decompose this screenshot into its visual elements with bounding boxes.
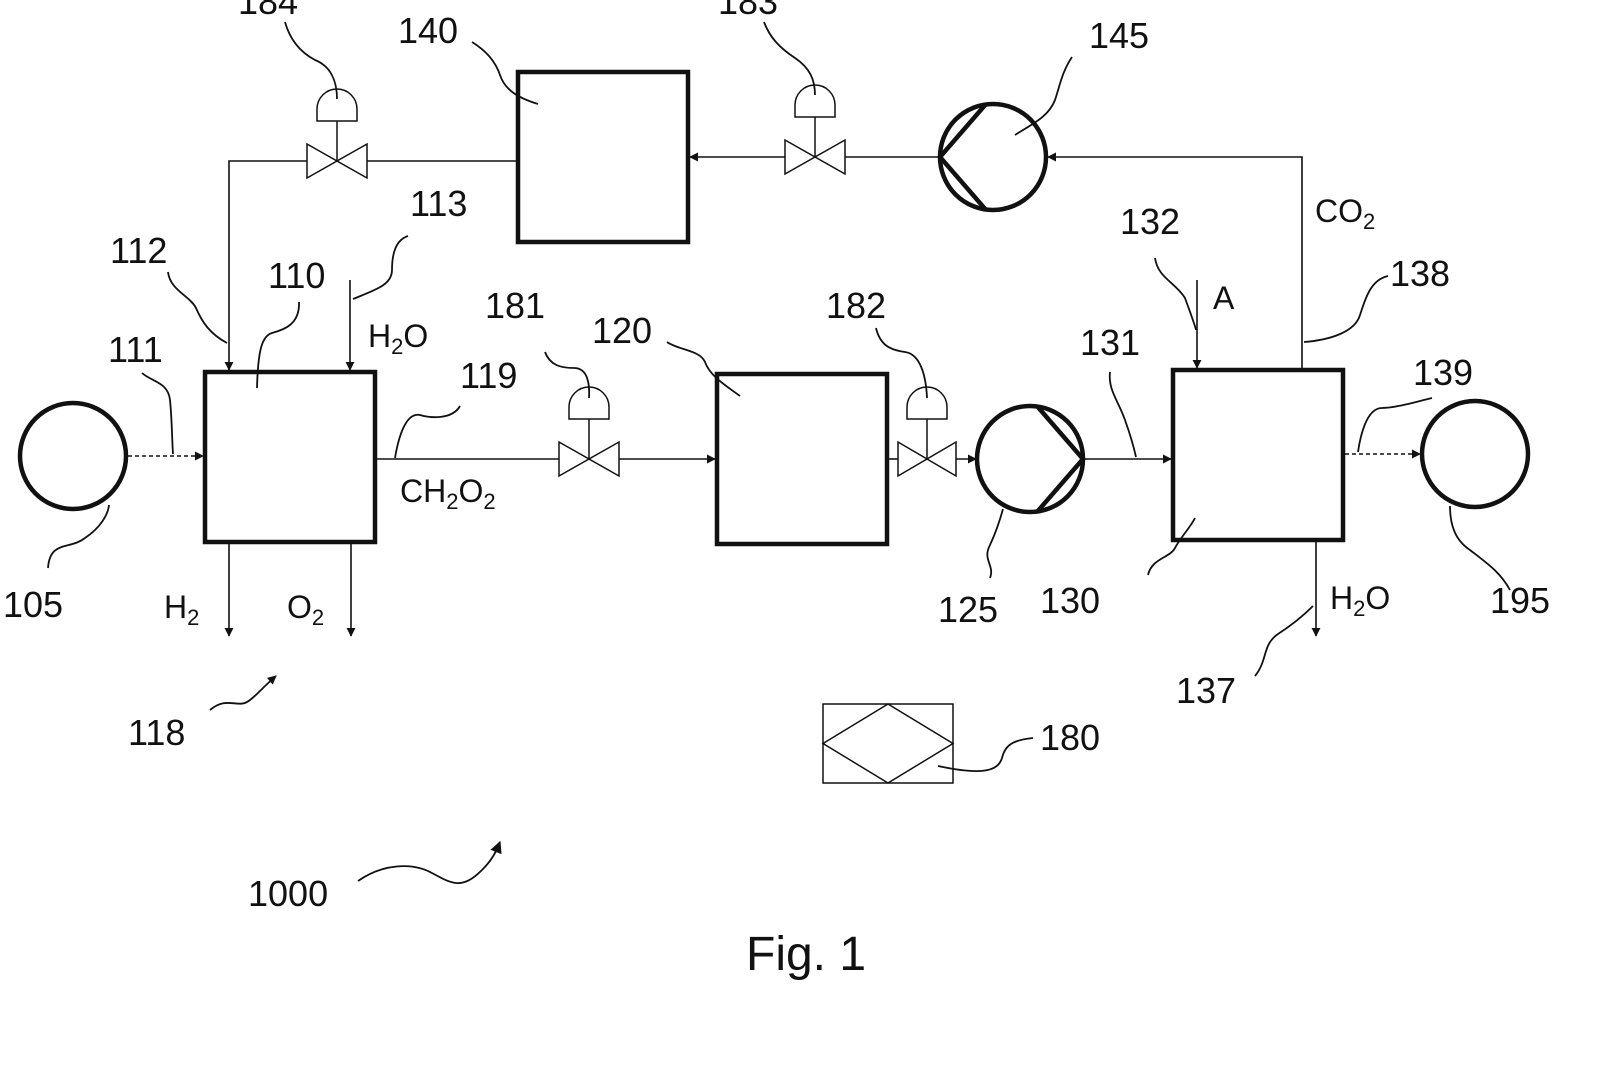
valve-181 (559, 387, 619, 476)
leader-132 (1155, 258, 1196, 330)
label-1000: 1000 (248, 873, 328, 914)
leader-110 (257, 302, 299, 388)
label-112: 112 (110, 230, 167, 271)
label-oxygen: O2 (287, 589, 324, 630)
label-120: 120 (592, 310, 652, 351)
label-132: 132 (1120, 201, 1180, 242)
leader-119 (395, 406, 460, 458)
leader-137 (1255, 606, 1313, 676)
label-125: 125 (938, 589, 998, 630)
label-119: 119 (460, 355, 517, 396)
label-co2: CO2 (1315, 193, 1375, 234)
leader-131 (1110, 372, 1136, 457)
label-water-out: H2O (1330, 580, 1390, 621)
label-131: 131 (1080, 322, 1140, 363)
leader-184 (285, 22, 337, 99)
leader-111 (142, 373, 173, 454)
leader-183 (764, 22, 815, 95)
figure-caption: Fig. 1 (746, 928, 866, 981)
tank-105 (20, 403, 126, 509)
label-184: 184 (238, 0, 298, 22)
label-130: 130 (1040, 580, 1100, 621)
unit-140-box (518, 72, 688, 242)
label-137: 137 (1176, 670, 1236, 711)
label-118: 118 (128, 712, 185, 753)
leader-195 (1450, 506, 1510, 590)
label-139: 139 (1413, 352, 1473, 393)
label-182: 182 (826, 285, 886, 326)
leader-138 (1304, 276, 1388, 342)
unit-130-box (1173, 370, 1343, 540)
valve-182 (898, 387, 956, 476)
label-hydrogen: H2 (164, 589, 199, 630)
label-180: 180 (1040, 717, 1100, 758)
label-110: 110 (268, 255, 325, 296)
label-145: 145 (1089, 15, 1149, 56)
pump-145 (940, 104, 1046, 210)
leader-1000 (358, 842, 500, 883)
label-113: 113 (410, 183, 467, 224)
label-formic-acid: CH2O2 (400, 473, 496, 514)
controller-180 (823, 704, 953, 783)
unit-110-box (205, 372, 375, 542)
leader-112 (168, 272, 227, 343)
label-water-in: H2O (368, 318, 428, 359)
label-195: 195 (1490, 580, 1550, 621)
tank-195 (1422, 401, 1528, 507)
leader-182 (876, 328, 927, 398)
label-air: A (1213, 280, 1235, 316)
unit-120-box (717, 374, 887, 544)
leader-145 (1015, 57, 1072, 135)
valve-183 (785, 85, 845, 174)
leader-125 (987, 509, 1003, 578)
leader-105 (48, 505, 109, 568)
label-138: 138 (1390, 253, 1450, 294)
leader-120 (667, 342, 740, 396)
leader-113 (353, 236, 408, 299)
label-140: 140 (398, 10, 458, 51)
leader-118 (210, 676, 276, 710)
pump-125 (977, 406, 1083, 512)
label-105: 105 (3, 584, 63, 625)
label-111: 111 (108, 329, 163, 370)
valve-184 (307, 89, 367, 178)
label-183: 183 (718, 0, 778, 22)
label-181: 181 (485, 285, 545, 326)
